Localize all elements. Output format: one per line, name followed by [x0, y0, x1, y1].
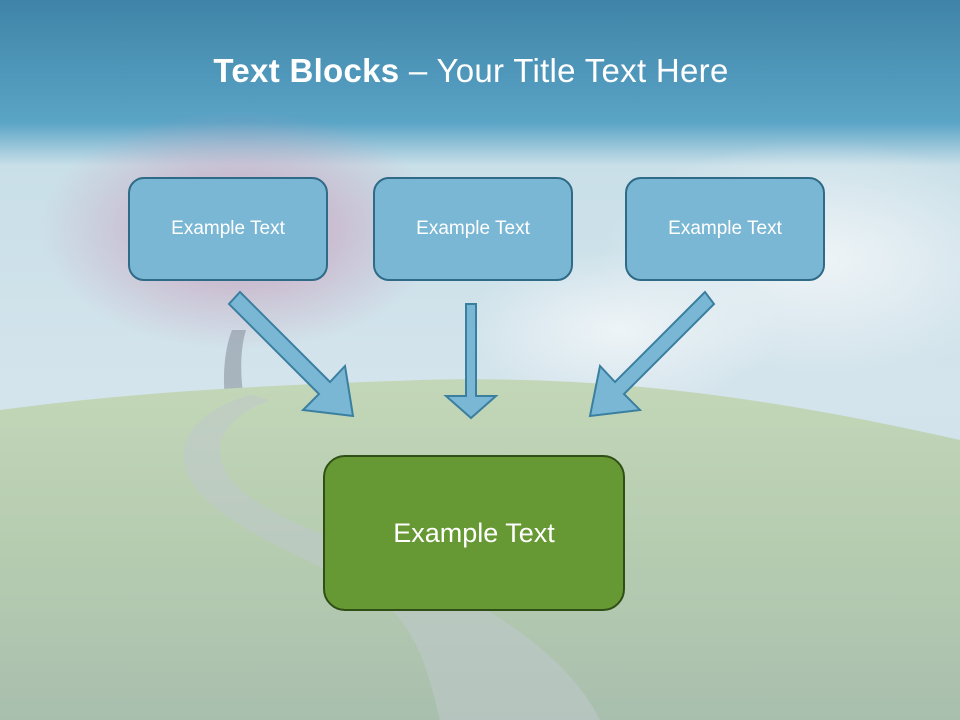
text-block-2: Example Text: [373, 177, 573, 281]
text-block-1: Example Text: [128, 177, 328, 281]
text-block-result: Example Text: [323, 455, 625, 611]
arrow-left: [227, 290, 355, 418]
title-dash: –: [399, 52, 437, 89]
slide-title: Text Blocks – Your Title Text Here: [0, 52, 942, 90]
title-rest: Your Title Text Here: [436, 52, 729, 89]
title-strong: Text Blocks: [213, 52, 400, 89]
text-block-3: Example Text: [625, 177, 825, 281]
arrow-right: [588, 290, 716, 418]
arrow-center: [443, 303, 499, 420]
